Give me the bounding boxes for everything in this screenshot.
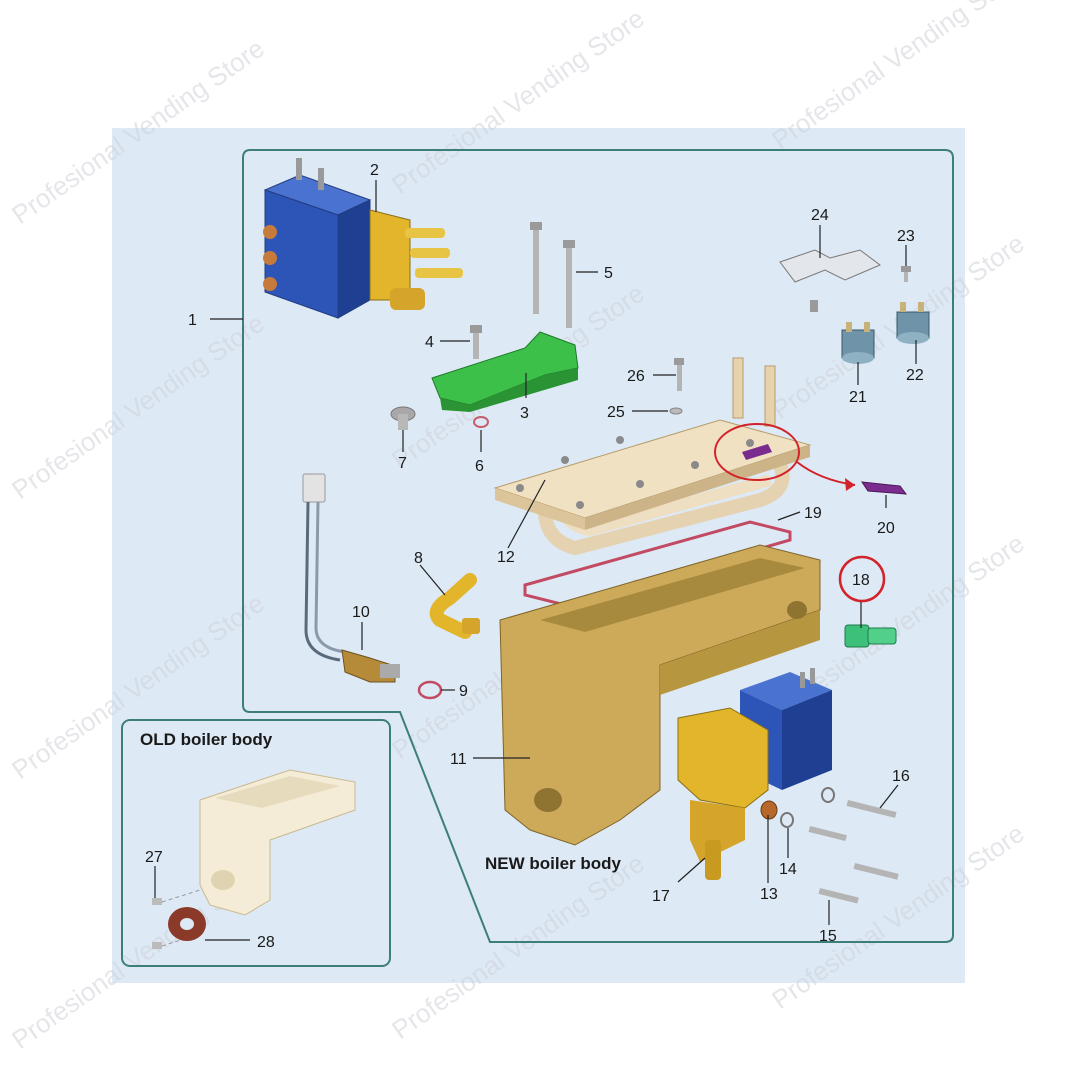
callout-25: 25 xyxy=(607,404,625,421)
callout-2: 2 xyxy=(370,162,379,179)
old-boiler-gasket xyxy=(168,907,206,941)
callout-13: 13 xyxy=(760,886,778,903)
washer-part xyxy=(821,787,835,803)
old-boiler-caption: OLD boiler body xyxy=(140,730,273,749)
bolt-part xyxy=(470,325,482,359)
callout-3: 3 xyxy=(520,405,529,422)
bolt-part xyxy=(674,358,684,391)
callout-24: 24 xyxy=(811,207,829,224)
solenoid-block-part xyxy=(263,158,463,319)
clip-plate-part xyxy=(860,481,908,495)
old-boiler-frame xyxy=(121,719,391,967)
heater-plate-part xyxy=(493,357,812,556)
callout-10: 10 xyxy=(352,604,370,621)
callout-4: 4 xyxy=(425,334,434,351)
callout-28: 28 xyxy=(257,934,275,951)
callout-15: 15 xyxy=(819,928,837,945)
solenoid-valve-part xyxy=(677,668,832,880)
old-boiler-body-part xyxy=(199,769,356,916)
screws-part xyxy=(808,800,899,904)
washer-part xyxy=(780,812,794,828)
assembly-frame xyxy=(242,149,954,943)
callout-1: 1 xyxy=(188,312,197,329)
highlight-circle xyxy=(838,555,886,603)
callout-18: 18 xyxy=(852,572,870,589)
new-boiler-caption: NEW boiler body xyxy=(485,854,622,873)
washer-part xyxy=(760,800,778,820)
old-boiler-screws xyxy=(152,889,201,949)
leader-lines xyxy=(154,180,917,941)
thermostat-part xyxy=(841,322,875,364)
callout-11: 11 xyxy=(450,751,467,768)
callout-16: 16 xyxy=(892,768,910,785)
callout-21: 21 xyxy=(849,389,867,406)
gasket-part xyxy=(523,520,792,607)
callout-19: 19 xyxy=(804,505,822,522)
o-ring-part xyxy=(473,416,489,428)
highlight-ellipse xyxy=(714,423,800,481)
new-boiler-body-part xyxy=(499,544,821,846)
callout-17: 17 xyxy=(652,888,670,905)
temperature-probe-part xyxy=(302,473,400,683)
callout-27: 27 xyxy=(145,849,163,866)
callout-8: 8 xyxy=(414,550,423,567)
callout-26: 26 xyxy=(627,368,645,385)
green-bracket-part xyxy=(431,331,579,412)
washer-part xyxy=(669,407,683,415)
screw-part xyxy=(390,406,416,430)
callout-22: 22 xyxy=(906,367,924,384)
callout-9: 9 xyxy=(459,683,468,700)
callout-20: 20 xyxy=(877,520,895,537)
callout-23: 23 xyxy=(897,228,915,245)
green-fitting-part xyxy=(844,624,897,648)
callout-5: 5 xyxy=(604,265,613,282)
callout-7: 7 xyxy=(398,455,407,472)
callout-labels: 1 2 3 4 5 6 7 8 9 10 11 12 13 14 15 16 1… xyxy=(145,162,924,951)
screw-part xyxy=(901,266,911,282)
callout-6: 6 xyxy=(475,458,484,475)
long-bolts-part xyxy=(530,222,575,328)
callout-14: 14 xyxy=(779,861,797,878)
callout-12: 12 xyxy=(497,549,515,566)
elbow-fitting-part xyxy=(429,573,480,639)
thermostat-part xyxy=(896,302,930,344)
highlight-arrowhead xyxy=(845,478,855,491)
